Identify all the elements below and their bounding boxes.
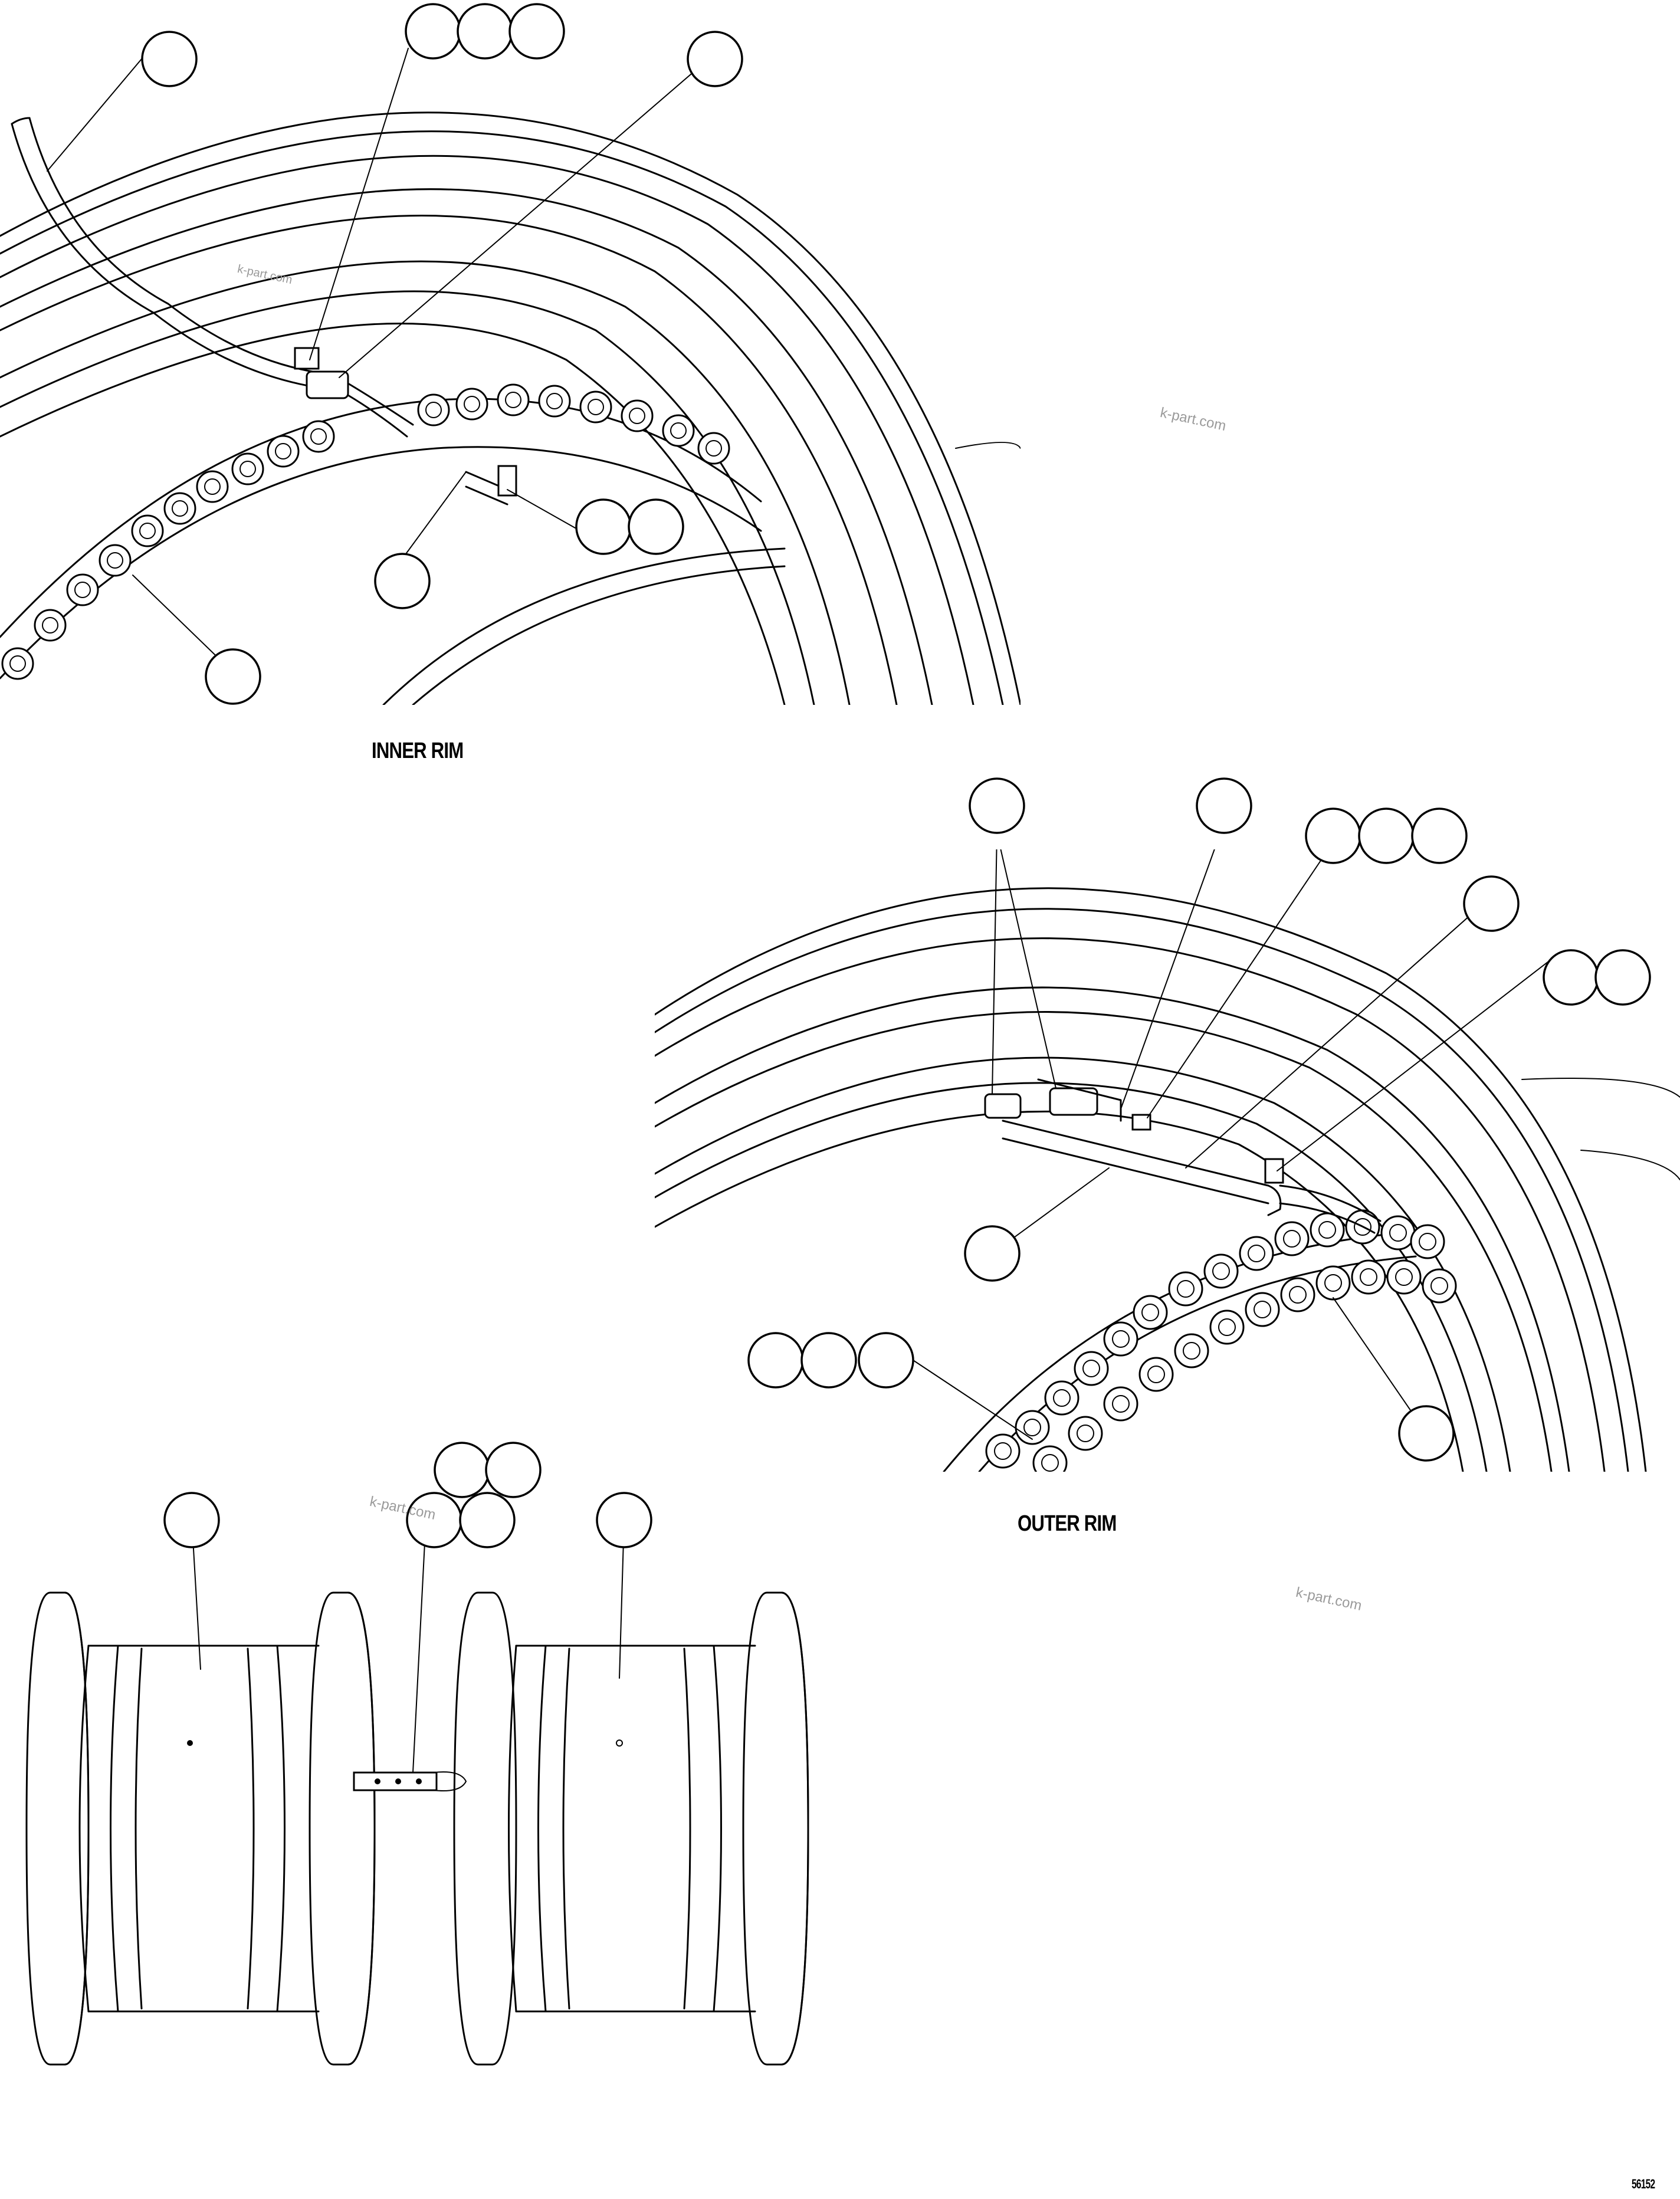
inner-rim-callouts <box>141 3 743 705</box>
inner-rim-tire-arcs <box>0 111 1021 705</box>
outer-rim-air-hose <box>984 1078 1382 1234</box>
outer-rim-callouts <box>747 777 1651 1462</box>
inner-rim-air-hose <box>11 117 517 506</box>
outer-rim-tire-arcs <box>655 887 1680 1472</box>
outer-rim-view <box>655 777 1680 1472</box>
assembly-callouts <box>163 1442 652 1548</box>
dual-rim-assembly-view <box>25 1442 809 2066</box>
inner-rim-label: INNER RIM <box>372 739 464 763</box>
spacer-band <box>353 1771 467 1791</box>
inner-rim-leaders <box>47 48 695 667</box>
outer-rim-wheel-nuts <box>985 1209 1457 1472</box>
drawing-number: 56152 <box>1632 2177 1655 2191</box>
inner-rim-wheel-nuts <box>1 383 730 680</box>
left-rim <box>25 1591 376 2066</box>
inner-rim-view <box>0 3 1021 705</box>
right-rim <box>453 1591 809 2066</box>
outer-rim-label: OUTER RIM <box>1018 1511 1117 1536</box>
